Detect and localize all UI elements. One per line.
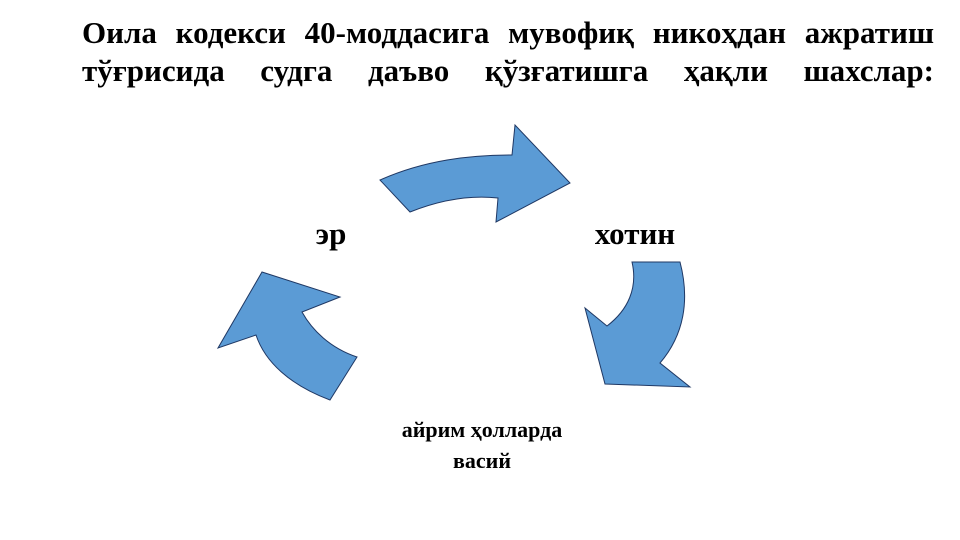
title-line-1: Оила кодекси 40-моддасига мувофиқ никоҳд… xyxy=(82,15,934,50)
node-label-khotin: хотин xyxy=(594,216,676,251)
slide-title: Оила кодекси 40-моддасига мувофиқ никоҳд… xyxy=(82,14,934,90)
node-label-guardian: айрим ҳолларда васий xyxy=(401,417,563,473)
title-line-2: тўғрисида судга даъво қўзғатишга ҳақли ш… xyxy=(82,53,934,88)
arrow-er-to-khotin xyxy=(379,123,571,223)
node-label-er: эр xyxy=(315,216,347,251)
arrow-khotin-to-guardian xyxy=(584,261,692,388)
arrow-guardian-to-er xyxy=(216,271,358,401)
